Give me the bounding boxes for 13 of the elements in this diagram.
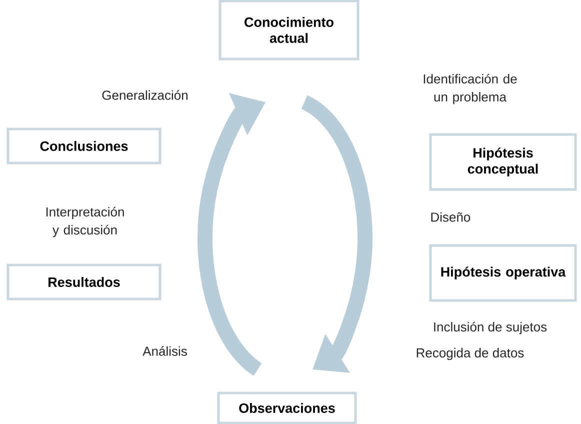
step-label: Inclusión de sujetos (434, 322, 547, 334)
step-label: Diseño (431, 212, 470, 222)
step-label: Recogida de datos (416, 348, 524, 360)
step-box: Hipótesis conceptual (429, 133, 577, 191)
step-box: Conocimiento actual (218, 0, 360, 60)
step-box: Hipótesis operativa (429, 244, 577, 302)
step-label: Análisis (142, 346, 187, 356)
step-box: Conclusiones (6, 128, 162, 164)
step-box: Resultados (6, 264, 162, 300)
step-label: Identificación de un problema (424, 74, 517, 104)
step-box: Observaciones (217, 392, 357, 424)
step-label: Interpretación y discusión (46, 206, 124, 238)
step-label: Generalización (102, 90, 188, 100)
